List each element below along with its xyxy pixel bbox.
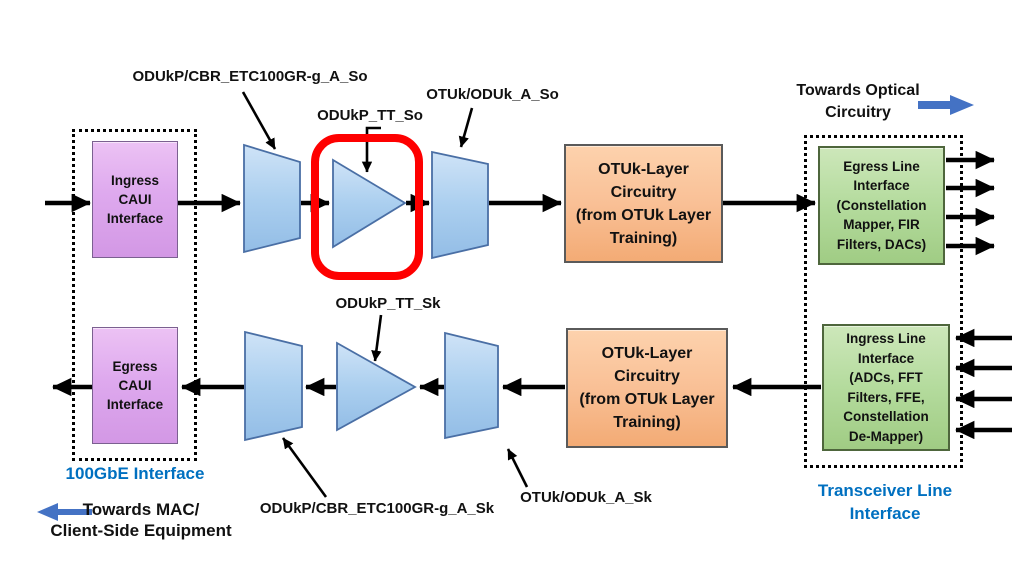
label-adapt-so: ODUkP/CBR_ETC100GR-g_A_So [132, 68, 368, 85]
otuk-layer-circuitry-bottom-box: OTUk-Layer Circuitry (from OTUk Layer Tr… [566, 328, 728, 448]
triangle-tt-sk [336, 341, 417, 432]
trapezoid-adapt-so [243, 143, 301, 254]
trapezoid-otuk-adapt-so [431, 150, 489, 260]
label-otuk-adapt-sk: OTUk/ODUk_A_Sk [520, 489, 652, 506]
oduk-tt-so-highlight-ring [311, 134, 423, 280]
ingress-caui-interface-box: Ingress CAUI Interface [92, 141, 178, 258]
egress-caui-interface-box: Egress CAUI Interface [92, 327, 178, 444]
label-tt-so: ODUkP_TT_So [317, 107, 423, 124]
bottom-flow-arrows [52, 328, 1012, 440]
label-otuk-adapt-so: OTUk/ODUk_A_So [426, 86, 559, 103]
trapezoid-adapt-sk [244, 330, 303, 442]
ingress-line-interface-box: Ingress Line Interface (ADCs, FFT Filter… [822, 324, 950, 451]
towards-mac-arrow-icon [37, 503, 92, 521]
heading-towards-optical: Towards Optical Circuitry [796, 82, 920, 121]
line-interface-group-border [804, 135, 963, 468]
heading-100gbe-interface: 100GbE Interface [65, 464, 205, 483]
client-interface-group-border [72, 129, 197, 461]
adaptation-trapezoids [243, 143, 499, 442]
trapezoid-otuk-adapt-sk [444, 331, 499, 440]
label-leader-lines [241, 91, 529, 498]
otuk-layer-circuitry-top-box: OTUk-Layer Circuitry (from OTUk Layer Tr… [564, 144, 723, 263]
towards-optical-arrow-icon [918, 95, 974, 115]
heading-transceiver-line-interface: Transceiver Line Interface [817, 481, 953, 523]
label-tt-sk: ODUkP_TT_Sk [335, 295, 441, 312]
trail-termination-triangles [332, 158, 417, 432]
triangle-tt-so [332, 158, 407, 249]
egress-line-interface-box: Egress Line Interface (Constellation Map… [818, 146, 945, 265]
label-adapt-sk: ODUkP/CBR_ETC100GR-g_A_Sk [259, 500, 495, 517]
heading-towards-mac: Towards MAC/ Client-Side Equipment [50, 500, 232, 540]
